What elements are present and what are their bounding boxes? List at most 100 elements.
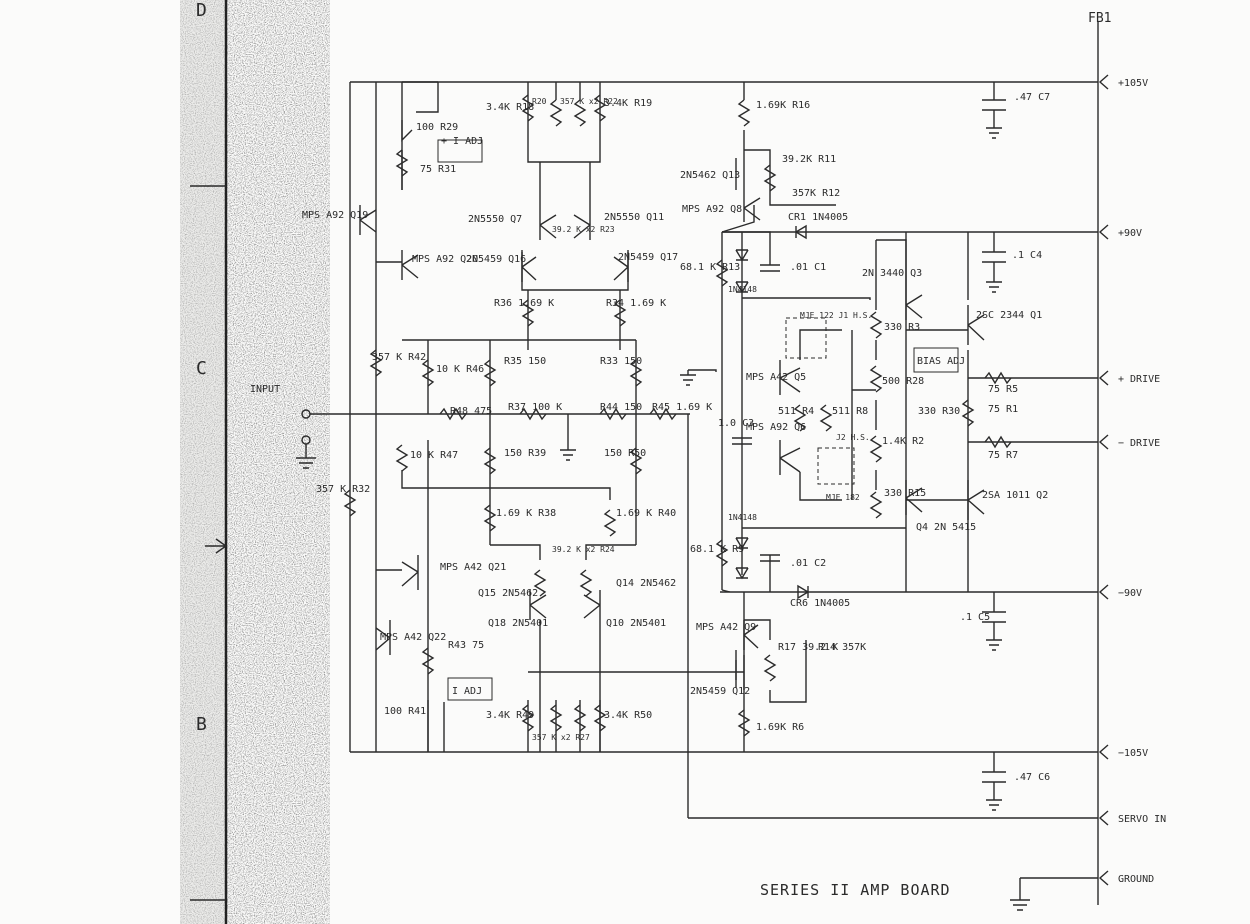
bias-adj-box [913,347,959,373]
resistors [343,94,1012,737]
label-r16: 1.69K R16 [756,100,810,111]
label-q8: MPS A92 Q8 [682,204,742,215]
label-r1: 75 R1 [988,404,1018,415]
label-c4: .1 C4 [1012,250,1042,261]
label-r19: 3.4K R19 [604,98,652,109]
label-1n4148-top: 1N4148 [728,285,757,294]
diodes [735,224,810,600]
label-cr6: CR6 1N4005 [790,598,850,609]
label-r48: R48 475 [450,406,492,417]
label-r49: 3.4K R49 [486,710,534,721]
j1-heatsink-box [785,317,827,359]
label-r6: 1.69K R6 [756,722,804,733]
rail-label-servo: SERVO IN [1118,814,1166,825]
label-r37: R37 100 K [508,402,562,413]
rail-label-p90: +90V [1118,228,1142,239]
label-c2: .01 C2 [790,558,826,569]
zone-c-label: C [196,358,207,379]
label-q3: 2N 3440 Q3 [862,268,922,279]
label-r28: 500 R28 [882,376,924,387]
label-c7: .47 C7 [1014,92,1050,103]
label-r20: R20 [532,97,547,106]
rail-label-n90: −90V [1118,588,1142,599]
i-adj-minus-box [447,677,493,701]
arrow-right-icon [205,538,228,554]
label-r29: 100 R29 [416,122,458,133]
left-bus [349,81,438,752]
label-q7: 2N5550 Q7 [468,214,522,225]
label-r2: 1.4K R2 [882,436,924,447]
label-r50a: 150 R50 [604,448,646,459]
rail-label-pdrive: + DRIVE [1118,374,1160,385]
label-r24: 39.2 K x2 R24 [552,545,615,554]
label-q2: 2SA 1011 Q2 [982,490,1048,501]
label-r41: 100 R41 [384,706,426,717]
label-r44: R44 150 [600,402,642,413]
capacitors [732,99,1006,811]
margin-shade [180,0,226,924]
sheet-id: FB1 [1088,11,1111,26]
label-r8: 511 R8 [832,406,868,417]
label-q13: 2N5462 Q13 [680,170,740,181]
output-transistors [521,195,985,690]
label-q6: MPS A92 Q6 [746,422,806,433]
label-r12: 357K R12 [792,188,840,199]
label-r4: 511 R4 [778,406,814,417]
label-r27: 357 K x2 R27 [532,733,590,742]
label-1n4148-bottom: 1N4148 [728,513,757,522]
label-q19: MPS A92 Q19 [302,210,368,221]
label-r38: 1.69 K R38 [496,508,556,519]
rail-label-ndrive: − DRIVE [1118,438,1160,449]
label-q10: Q10 2N5401 [606,618,666,629]
label-r23: 39.2 K x2 R23 [552,225,615,234]
label-r3: 330 R3 [884,322,920,333]
label-q12: 2N5459 Q12 [690,686,750,697]
label-q5: MPS A42 Q5 [746,372,806,383]
board-title: SERIES II AMP BOARD [760,881,951,899]
label-c5: .1 C5 [960,612,990,623]
i-adj-plus-box [437,139,483,163]
label-r46: 10 K R46 [436,364,484,375]
label-q14: Q14 2N5462 [616,578,676,589]
label-r22: 357 K x2 R22 [560,97,618,106]
label-r50b: 3.4K R50 [604,710,652,721]
label-r32: 357 K R32 [316,484,370,495]
label-r18: 3.4K R18 [486,102,534,113]
label-r43: R43 75 [448,640,484,651]
bias-adj-label: BIAS ADJ [917,356,965,367]
label-r30: 330 R30 [918,406,960,417]
label-j1: MJE 122 J1 H.S. [800,311,872,320]
label-r15: 330 R15 [884,488,926,499]
zone-b-label: B [196,714,207,735]
label-r13: 68.1 K R13 [680,262,740,273]
label-q18: Q18 2N5401 [488,618,548,629]
label-r40: 1.69 K R40 [616,508,676,519]
label-r34: R34 1.69 K [606,298,666,309]
label-q4: Q4 2N 5415 [916,522,976,533]
label-q1: 2SC 2344 Q1 [976,310,1042,321]
label-r17: R17 39.2 K [778,642,838,653]
label-cr1: CR1 1N4005 [788,212,848,223]
label-q15: Q15 2N5462 [478,588,538,599]
label-q9: MPS A42 Q9 [696,622,756,633]
rail-label-gnd: GROUND [1118,874,1154,885]
j2-heatsink-box [817,447,855,485]
input-label: INPUT [250,384,280,395]
scan-noise [180,0,330,924]
label-r35: R35 150 [504,356,546,367]
label-q20: MPS A92 Q20 [412,254,478,265]
label-mje182: MJE 182 [826,493,860,502]
ground-symbol [296,444,316,469]
rail-label-p105: +105V [1118,78,1148,89]
label-r39: 150 R39 [504,448,546,459]
label-r14: R14 357K [818,642,866,653]
label-r47: 10 K R47 [410,450,458,461]
ground-symbol [1010,878,1030,911]
rails [350,81,1098,879]
label-c6: .47 C6 [1014,772,1050,783]
label-c1: .01 C1 [790,262,826,273]
label-q21: MPS A42 Q21 [440,562,506,573]
label-r36: R36 1.69 K [494,298,554,309]
label-r42: 357 K R42 [372,352,426,363]
